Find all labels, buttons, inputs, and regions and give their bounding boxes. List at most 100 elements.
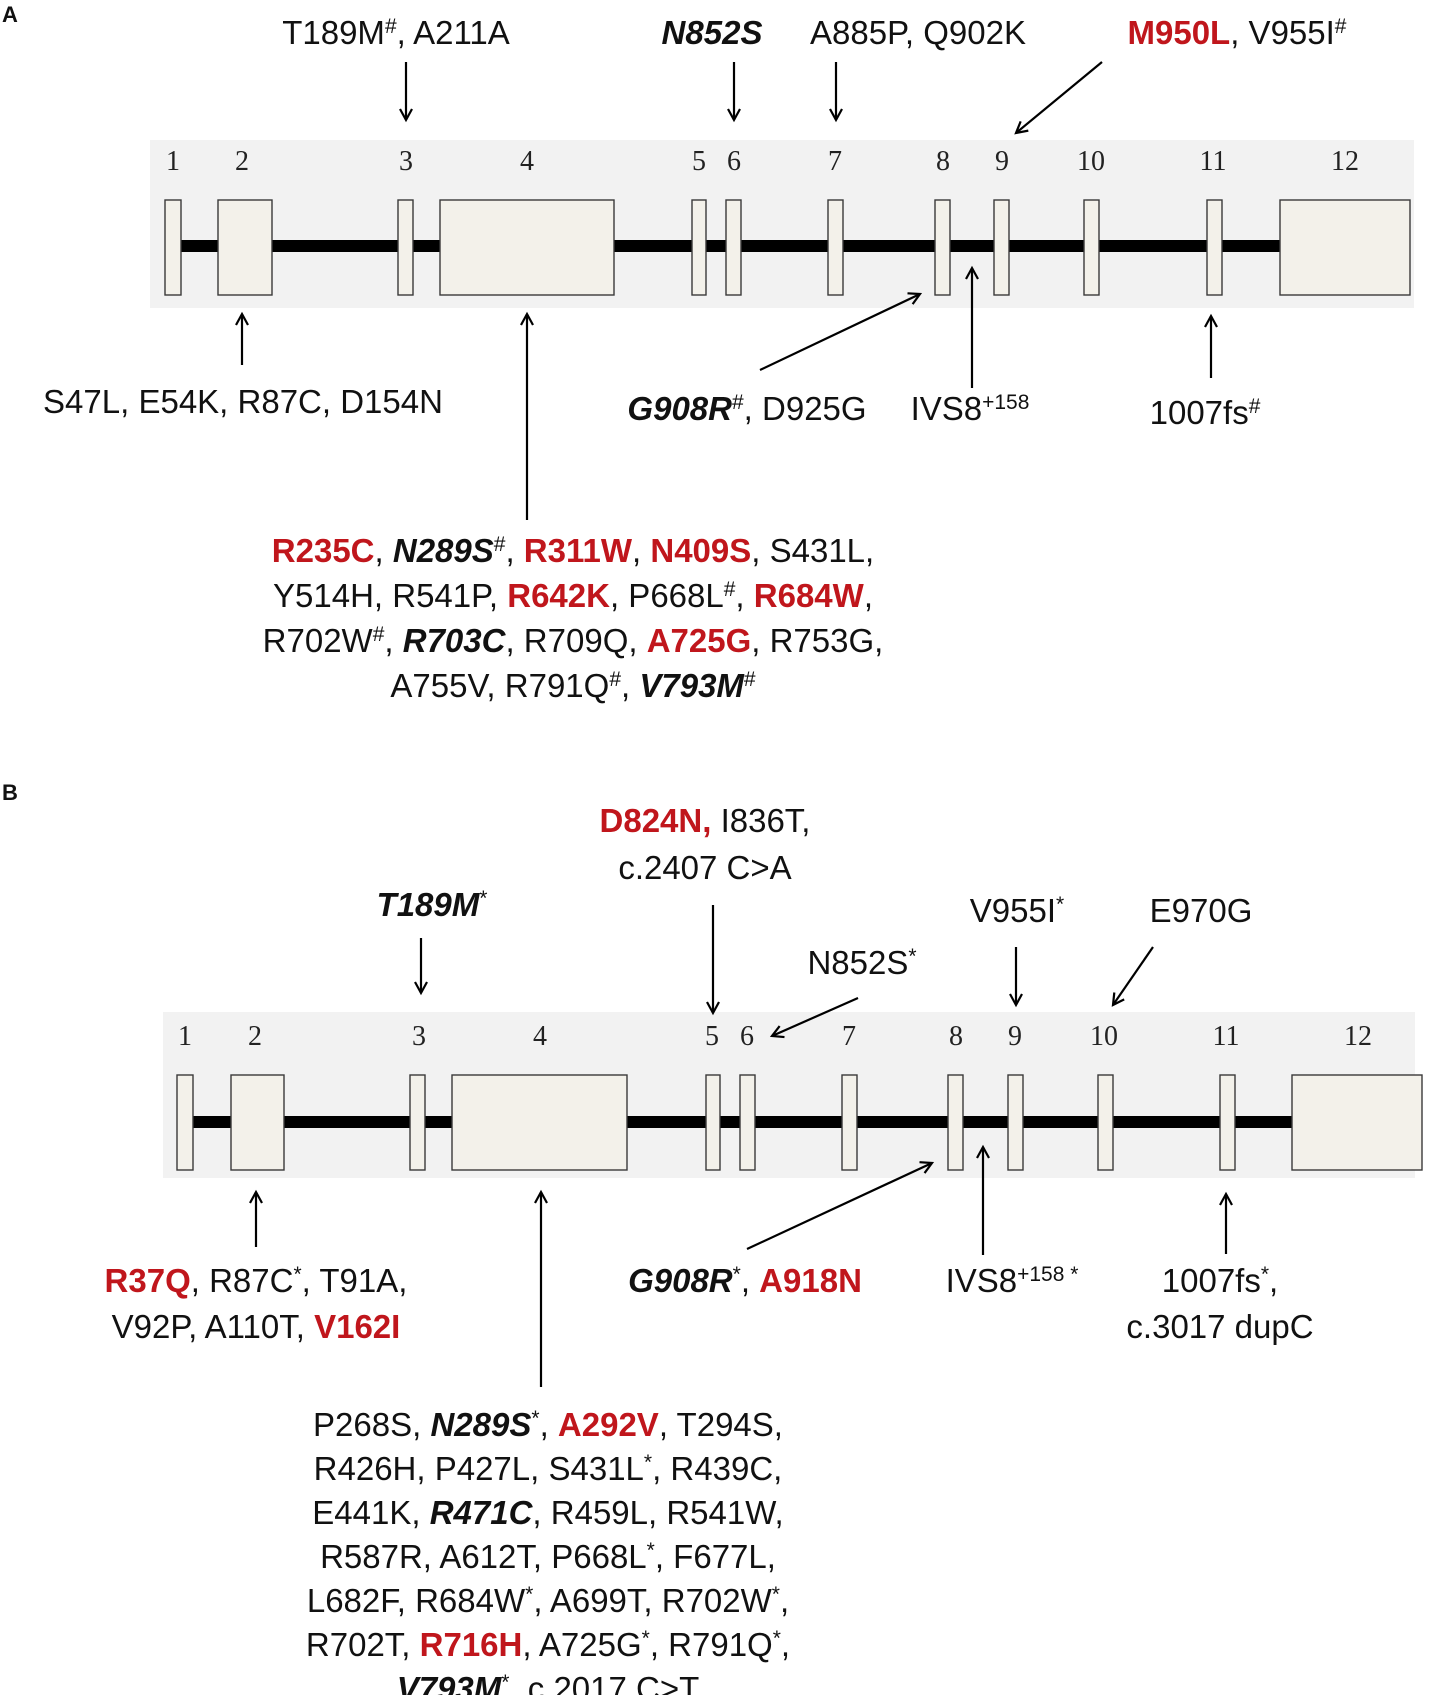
mutation-line: N852S <box>662 14 763 51</box>
arrow-exon-9 <box>1014 61 1103 135</box>
superscript-mark: * <box>293 1263 301 1286</box>
mutation-text: R37Q <box>105 1262 191 1299</box>
mutation-text: , <box>735 577 753 614</box>
mutation-text: E970G <box>1150 892 1253 929</box>
mutation-text: , T91A, <box>302 1262 408 1299</box>
mutation-text: R471C <box>430 1494 534 1531</box>
mutation-text: , R87C <box>191 1262 294 1299</box>
superscript-mark: * <box>531 1407 539 1430</box>
arrows <box>249 905 1233 1387</box>
mutation-label-exon-9: M950L, V955I# <box>1128 14 1347 51</box>
superscript-mark: # <box>385 15 397 38</box>
mutation-line: T189M* <box>377 886 488 923</box>
exon-2 <box>230 1074 285 1171</box>
mutation-text: , <box>1269 1262 1278 1299</box>
mutation-label-exon-6: N852S <box>662 14 763 51</box>
mutation-text: , R459L, R541W, <box>532 1494 783 1531</box>
superscript-mark: +158 <box>982 391 1029 414</box>
mutation-label-ivs8: IVS8+158 * <box>946 1262 1079 1299</box>
mutation-text: , <box>384 622 402 659</box>
superscript-mark: * <box>772 1583 780 1606</box>
mutation-label-exon-5: D824N, I836T, c.2407 C>A <box>600 802 811 886</box>
exon-number: 12 <box>1331 146 1359 177</box>
mutation-line: R702W#, R703C, R709Q, A725G, R753G, <box>263 622 884 659</box>
mutation-label-exon-11: 1007fs# <box>1150 394 1261 431</box>
superscript-mark: # <box>732 391 744 414</box>
exon-3 <box>397 199 414 296</box>
mutation-line: c.3017 dupC <box>1126 1308 1313 1345</box>
mutation-text: , <box>781 1626 790 1663</box>
mutation-text: N852S <box>662 14 763 51</box>
mutation-text: IVS8 <box>911 390 983 427</box>
mutation-text: V793M <box>639 667 745 704</box>
mutation-text: , R709Q, <box>505 622 646 659</box>
exon-number: 5 <box>692 146 706 177</box>
mutation-text: N409S <box>650 532 751 569</box>
mutation-labels: D824N, I836T,c.2407 C>A T189M* N852S* V9… <box>105 802 1314 1695</box>
mutation-text: , <box>741 1262 759 1299</box>
exon-number: 4 <box>520 146 534 177</box>
mutation-line: N852S* <box>807 944 916 981</box>
mutation-text: R684W <box>754 577 865 614</box>
mutation-label-exon-4: R235C, N289S#, R311W, N409S, S431L, Y514H… <box>263 532 884 704</box>
mutation-text: V793M <box>397 1670 503 1695</box>
mutation-text: A885P, Q902K <box>810 14 1026 51</box>
mutation-text: , P668L <box>610 577 724 614</box>
mutation-line: E441K, R471C, R459L, R541W, <box>312 1494 783 1531</box>
mutation-line: T189M#, A211A <box>282 14 510 51</box>
mutation-text: R426H, P427L, S431L <box>314 1450 644 1487</box>
arrow-exon-10 <box>1111 946 1154 1007</box>
mutation-line: A885P, Q902K <box>810 14 1026 51</box>
exon-number: 3 <box>399 146 413 177</box>
mutation-text: , T294S, <box>659 1406 783 1443</box>
mutation-text: G908R <box>628 1262 733 1299</box>
exon-number: 6 <box>727 146 741 177</box>
mutation-line: A755V, R791Q#, V793M# <box>390 667 756 704</box>
superscript-mark: # <box>1335 15 1347 38</box>
mutation-line: R235C, N289S#, R311W, N409S, S431L, <box>272 532 874 569</box>
mutation-text: I836T, <box>711 802 810 839</box>
mutation-text: , R753G, <box>751 622 883 659</box>
exon-5 <box>705 1074 721 1171</box>
superscript-mark: # <box>494 533 506 556</box>
exon-number: 2 <box>235 146 249 177</box>
mutation-text: R311W <box>524 532 633 569</box>
exon-number: 11 <box>1200 146 1227 177</box>
exon-12 <box>1291 1074 1423 1171</box>
mutation-text: T189M <box>377 886 481 923</box>
mutation-text: E441K, <box>312 1494 429 1531</box>
superscript-mark: * <box>1261 1263 1269 1286</box>
mutation-text: IVS8 <box>946 1262 1018 1299</box>
mutation-labels: T189M#, A211A N852S A885P, Q902K M950L, … <box>43 14 1347 704</box>
exon-number: 7 <box>828 146 842 177</box>
mutation-text: , F677L, <box>655 1538 776 1575</box>
exon-number: 3 <box>412 1021 426 1052</box>
exon-boxes <box>176 1074 1423 1171</box>
mutation-label-exon-3: T189M#, A211A <box>282 14 510 51</box>
mutation-text: D824N, <box>600 802 712 839</box>
mutation-text: c.2407 C>A <box>618 849 791 886</box>
exon-number: 6 <box>740 1021 754 1052</box>
gene-track-background <box>150 140 1414 308</box>
exon-10 <box>1083 199 1100 296</box>
exon-number: 7 <box>842 1021 856 1052</box>
superscript-mark: * <box>501 1671 509 1694</box>
mutation-text: R702T, <box>306 1626 420 1663</box>
mutation-label-ivs8: IVS8+158 <box>911 390 1030 427</box>
mutation-text: A918N <box>759 1262 862 1299</box>
exon-5 <box>691 199 707 296</box>
mutation-line: R587R, A612T, P668L*, F677L, <box>320 1538 776 1575</box>
mutation-text: Y514H, R541P, <box>273 577 507 614</box>
mutation-text: N289S <box>430 1406 531 1443</box>
mutation-line: G908R*, A918N <box>628 1262 862 1299</box>
mutation-text: R642K <box>507 577 610 614</box>
mutation-text: G908R <box>627 390 732 427</box>
superscript-mark: # <box>609 668 621 691</box>
mutation-line: M950L, V955I# <box>1128 14 1347 51</box>
mutation-line: IVS8+158 <box>911 390 1030 427</box>
exon-number: 9 <box>1008 1021 1022 1052</box>
mutation-label-exon-6: N852S* <box>807 944 916 981</box>
mutation-line: 1007fs*, <box>1162 1262 1278 1299</box>
mutation-text: , <box>540 1406 558 1443</box>
mutation-label-exon-2: S47L, E54K, R87C, D154N <box>43 383 443 420</box>
